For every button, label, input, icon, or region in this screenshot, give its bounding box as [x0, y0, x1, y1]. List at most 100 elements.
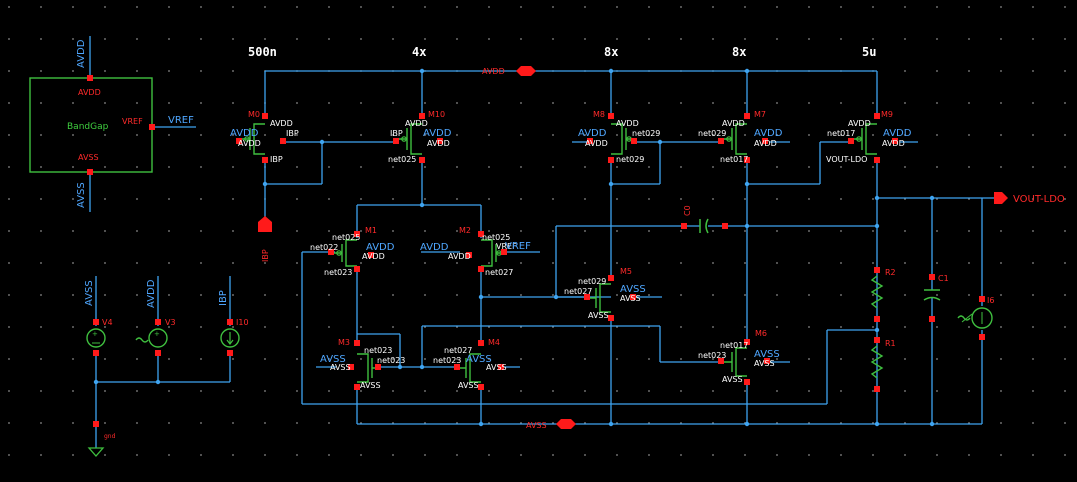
current-source-i6[interactable]: I6 — [957, 296, 994, 340]
m10-b-label: AVDD — [427, 139, 450, 148]
m1-l-label: AVDD — [366, 242, 395, 253]
nmos-m3[interactable]: M3 net023 AVSS AVSS net023 AVSS — [320, 338, 405, 390]
m2-l-label: AVDD — [420, 242, 449, 253]
v3-net: AVDD — [146, 279, 157, 308]
m9-d-label: AVDD — [848, 119, 871, 128]
m7-name: M7 — [754, 110, 766, 119]
m8-l2-label: AVDD — [585, 139, 608, 148]
m4-g-label: net023 — [433, 356, 461, 365]
m5-s-label: AVSS — [588, 311, 609, 320]
pmos-m8[interactable]: M8 AVDD AVDD AVDD net029 net029 — [578, 110, 660, 164]
m5-l-label: AVSS — [620, 284, 646, 295]
header-label-4x: 4x — [412, 45, 426, 59]
m4-d-label: net027 — [444, 346, 472, 355]
bandgap-pin-avdd: AVDD — [78, 88, 101, 97]
m9-name: M9 — [881, 110, 893, 119]
m8-d-label: AVDD — [616, 119, 639, 128]
avdd-rail-label: AVDD — [482, 67, 505, 76]
header-label-5u: 5u — [862, 45, 876, 59]
c0-name: C0 — [683, 205, 692, 216]
m1-g-label: net022 — [310, 243, 338, 252]
resistor-r2[interactable]: R2 — [870, 267, 896, 322]
i10-net: IBP — [218, 290, 229, 306]
m3-name: M3 — [338, 338, 350, 347]
m4-l-label: AVSS — [466, 354, 492, 365]
m9-l2-label: AVDD — [882, 139, 905, 148]
svg-text:+: + — [92, 330, 98, 338]
m10-name: M10 — [428, 110, 445, 119]
m4-b-label: AVSS — [486, 363, 507, 372]
m2-s-label: net027 — [485, 268, 513, 277]
nmos-m4[interactable]: M4 net027 net023 AVSS AVSS AVSS — [433, 338, 507, 390]
m0-g-label: AVDD — [230, 128, 259, 139]
ground-symbol[interactable]: gnd — [87, 421, 116, 457]
m8-name: M8 — [593, 110, 605, 119]
capacitor-c1[interactable]: C1 — [923, 274, 949, 322]
m2-name: M2 — [459, 226, 471, 235]
m5-name: M5 — [620, 267, 632, 276]
pmos-m2[interactable]: M2 net025 AVDD AVDD VREF VREF net027 — [420, 226, 531, 277]
capacitor-c0[interactable]: C0 — [681, 205, 728, 234]
m0-name: M0 — [248, 110, 260, 119]
m5-b-label: AVSS — [620, 294, 641, 303]
vout-ldo-output-pin[interactable]: VOUT-LDO — [994, 192, 1065, 205]
m4-s-label: AVSS — [458, 381, 479, 390]
avss-rail-pin-icon — [556, 419, 576, 429]
pmos-m10[interactable]: M10 AVDD IBP AVDD AVDD net025 — [388, 110, 452, 164]
m2-g-label: VREF — [496, 242, 517, 251]
m7-g-label: net029 — [698, 129, 726, 138]
nmos-m5[interactable]: M5 net029 net027 AVSS AVSS AVSS — [564, 267, 646, 321]
m2-r-label: VREF — [505, 241, 531, 252]
m3-d-label: net023 — [364, 346, 392, 355]
resistor-r1[interactable]: R1 — [870, 337, 896, 392]
i10-name: I10 — [236, 318, 249, 327]
ibp-pin-label: IBP — [261, 249, 270, 262]
c1-name: C1 — [938, 274, 949, 283]
m5-g-label: net027 — [564, 287, 592, 296]
m0-d-label: AVDD — [270, 119, 293, 128]
pmos-m0[interactable]: M0 AVDD AVDD AVDD IBP IBP — [230, 110, 299, 164]
bandgap-symbol[interactable]: BandGap AVDD AVSS VREF VREF AVDD AVSS — [29, 36, 196, 212]
m3-b-label: AVSS — [330, 363, 351, 372]
m2-b-label: AVDD — [448, 252, 471, 261]
avss-rail[interactable]: AVSS — [357, 419, 982, 430]
header-label-8x-a: 8x — [604, 45, 618, 59]
m2-d-label: net025 — [482, 233, 510, 242]
i6-name: I6 — [987, 296, 994, 305]
m0-s-label: IBP — [286, 129, 299, 138]
m10-g-label: IBP — [390, 129, 403, 138]
m1-name: M1 — [365, 226, 377, 235]
m7-l2-label: AVDD — [754, 139, 777, 148]
voltage-source-v3[interactable]: + V3 AVDD — [135, 279, 176, 356]
ground-icon — [87, 447, 105, 457]
vout-ldo-label: VOUT-LDO — [1013, 194, 1065, 205]
nmos-m6[interactable]: M6 net017 net023 AVSS AVSS AVSS — [698, 329, 780, 385]
bandgap-net-avdd: AVDD — [76, 39, 87, 68]
pmos-m7[interactable]: M7 AVDD net029 AVDD AVDD net017 — [698, 110, 783, 164]
r2-name: R2 — [885, 268, 896, 277]
v3-name: V3 — [165, 318, 176, 327]
avdd-rail-pin-icon — [516, 66, 536, 76]
m10-s-label: net025 — [388, 155, 416, 164]
bandgap-net-vref: VREF — [168, 115, 194, 126]
m5-d-label: net029 — [578, 277, 606, 286]
ibp-pin[interactable]: IBP — [258, 216, 272, 262]
svg-text:+: + — [154, 330, 160, 338]
m8-g-label: net029 — [632, 129, 660, 138]
m9-b-label: AVDD — [883, 128, 912, 139]
pmos-m9[interactable]: M9 AVDD net017 AVDD AVDD VOUT-LDO — [826, 110, 912, 164]
m8-l1-label: AVDD — [578, 128, 607, 139]
m8-s-label: net029 — [616, 155, 644, 164]
header-label-500n: 500n — [248, 45, 277, 59]
current-source-i10[interactable]: I10 IBP — [218, 290, 249, 356]
m0-net-label: IBP — [270, 155, 283, 164]
m1-s-label: net023 — [324, 268, 352, 277]
m9-s-label: VOUT-LDO — [826, 155, 867, 164]
bandgap-net-avss: AVSS — [76, 182, 87, 208]
voltage-source-v4[interactable]: + V4 AVSS — [84, 280, 113, 356]
m9-g-label: net017 — [827, 129, 855, 138]
pmos-m1[interactable]: M1 net025 net022 AVDD AVDD net023 — [310, 226, 395, 277]
bandgap-pin-avss: AVSS — [78, 153, 99, 162]
v4-net: AVSS — [84, 280, 95, 306]
